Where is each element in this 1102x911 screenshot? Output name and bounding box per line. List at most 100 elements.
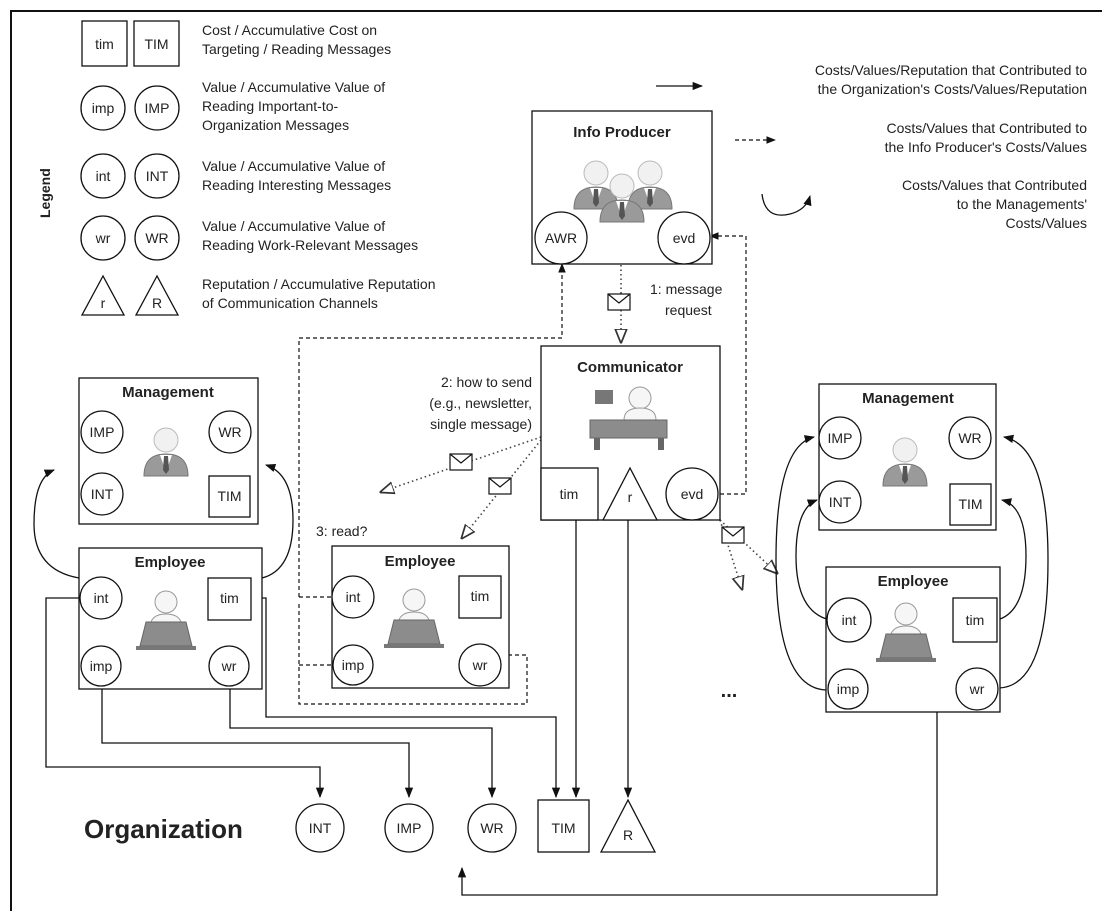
legend-R-label: R (152, 295, 162, 311)
desk-icon (589, 386, 668, 450)
solid-connector (101, 647, 414, 799)
employee-title: Employee (135, 554, 206, 571)
node-label: TIM (958, 496, 982, 512)
curved-connector (998, 434, 1049, 689)
node-label: INT (309, 820, 332, 836)
management-tim-node (949, 483, 992, 526)
step-2-label: 2: how to send (441, 374, 532, 390)
communicator: Communicator tim r evd (540, 345, 721, 521)
legend-heading: Legend (37, 168, 53, 218)
legend-WR-label: WR (145, 230, 168, 246)
employee-left: Employee int tim imp wr (78, 547, 263, 690)
curved-connector (795, 499, 831, 621)
envelope-icon (488, 477, 512, 495)
legend-tim-label: tim (95, 36, 114, 52)
management-title: Management (122, 384, 214, 401)
legend-IMP-circle (134, 85, 180, 131)
legend-row-r: r R Reputation / Accumulative Reputation… (80, 274, 435, 316)
legend-arrow-text: to the Managements' (957, 196, 1087, 212)
send-flow (719, 519, 742, 589)
legend-text: Reputation / Accumulative Reputation (202, 276, 435, 292)
info-producer: Info Producer AWR evd (531, 110, 713, 265)
legend-text: Organization Messages (202, 117, 349, 133)
node-label: TIM (217, 488, 241, 504)
legend-int-circle (80, 153, 126, 199)
legend-row-imp: imp IMP Value / Accumulative Value of Re… (80, 79, 385, 133)
awr-label: AWR (545, 230, 577, 246)
evd-label: evd (681, 486, 704, 502)
employee-right: Employee int tim imp wr (825, 566, 1001, 713)
node-label: R (623, 827, 633, 843)
node-label: wr (472, 657, 488, 673)
node-label: tim (471, 588, 490, 604)
management-wr-node (208, 410, 252, 454)
dashed-connector (298, 604, 528, 705)
legend-text: of Communication Channels (202, 295, 378, 311)
legend-WR-circle (134, 215, 180, 261)
employee-middle: Employee int tim imp wr (331, 545, 510, 689)
management-imp-node (80, 410, 124, 454)
legend-text: Cost / Accumulative Cost on (202, 22, 377, 38)
employee-int-node (331, 575, 375, 619)
dashed-connector (298, 263, 566, 597)
node-label: IMP (828, 430, 853, 446)
legend-tim-square (81, 20, 128, 67)
org-r-node (599, 798, 657, 853)
communicator-tim-node (540, 467, 599, 521)
org-imp-node (384, 803, 434, 853)
curved-arrow-sample (761, 193, 812, 216)
management-imp-node (818, 416, 862, 460)
employee-imp-node (827, 668, 869, 710)
dashed-connector (709, 232, 747, 495)
step-2-label: (e.g., newsletter, (429, 395, 532, 411)
legend-text: Reading Work-Relevant Messages (202, 237, 418, 253)
employee-int-node (79, 576, 123, 620)
curved-connector (775, 435, 827, 691)
employee-wr-node (458, 643, 502, 687)
curved-connector (996, 498, 1027, 621)
employee-title: Employee (385, 553, 456, 570)
management-wr-node (948, 416, 992, 460)
awr-node (534, 211, 588, 265)
envelope-icon (607, 293, 631, 311)
employee-imp-node (332, 644, 374, 686)
legend-INT-label: INT (146, 168, 169, 184)
legend-imp-label: imp (92, 100, 115, 116)
legend-r-label: r (101, 295, 106, 311)
management-title: Management (862, 390, 954, 407)
legend-IMP-label: IMP (145, 100, 170, 116)
tim-label: tim (560, 486, 579, 502)
legend-R-triangle (134, 274, 180, 316)
node-label: imp (837, 681, 860, 697)
management-right: Management IMP WR INT TIM (818, 383, 997, 531)
step-3-label: 3: read? (316, 523, 368, 539)
employee-tim-node (458, 575, 502, 619)
info-producer-title: Info Producer (573, 124, 671, 141)
legend-text: Reading Interesting Messages (202, 177, 391, 193)
legend-text: Value / Accumulative Value of (202, 79, 385, 95)
legend-text: Value / Accumulative Value of (202, 158, 385, 174)
step-1-label: 1: message (650, 281, 723, 297)
node-label: imp (90, 658, 113, 674)
org-int-node (295, 803, 345, 853)
legend: Legend tim TIM Cost / Accumulative Cost … (37, 20, 1087, 316)
legend-text: Value / Accumulative Value of (202, 218, 385, 234)
node-label: int (842, 612, 857, 628)
legend-row-int: int INT Value / Accumulative Value of Re… (80, 153, 391, 199)
legend-row-tim: tim TIM Cost / Accumulative Cost on Targ… (81, 20, 391, 67)
org-wr-node (467, 803, 517, 853)
employee-imp-node (80, 645, 122, 687)
node-label: WR (480, 820, 503, 836)
legend-arrow-curved: Costs/Values that Contributed to the Man… (761, 177, 1087, 231)
communicator-title: Communicator (577, 359, 683, 376)
management-tim-node (208, 475, 251, 518)
solid-connector (45, 597, 325, 799)
legend-arrow-text: Costs/Values that Contributed (902, 177, 1087, 193)
curved-connector (261, 464, 294, 579)
r-label: r (628, 489, 633, 505)
evd-label: evd (673, 230, 696, 246)
legend-INT-circle (134, 153, 180, 199)
node-label: INT (829, 494, 852, 510)
node-label: INT (91, 486, 114, 502)
